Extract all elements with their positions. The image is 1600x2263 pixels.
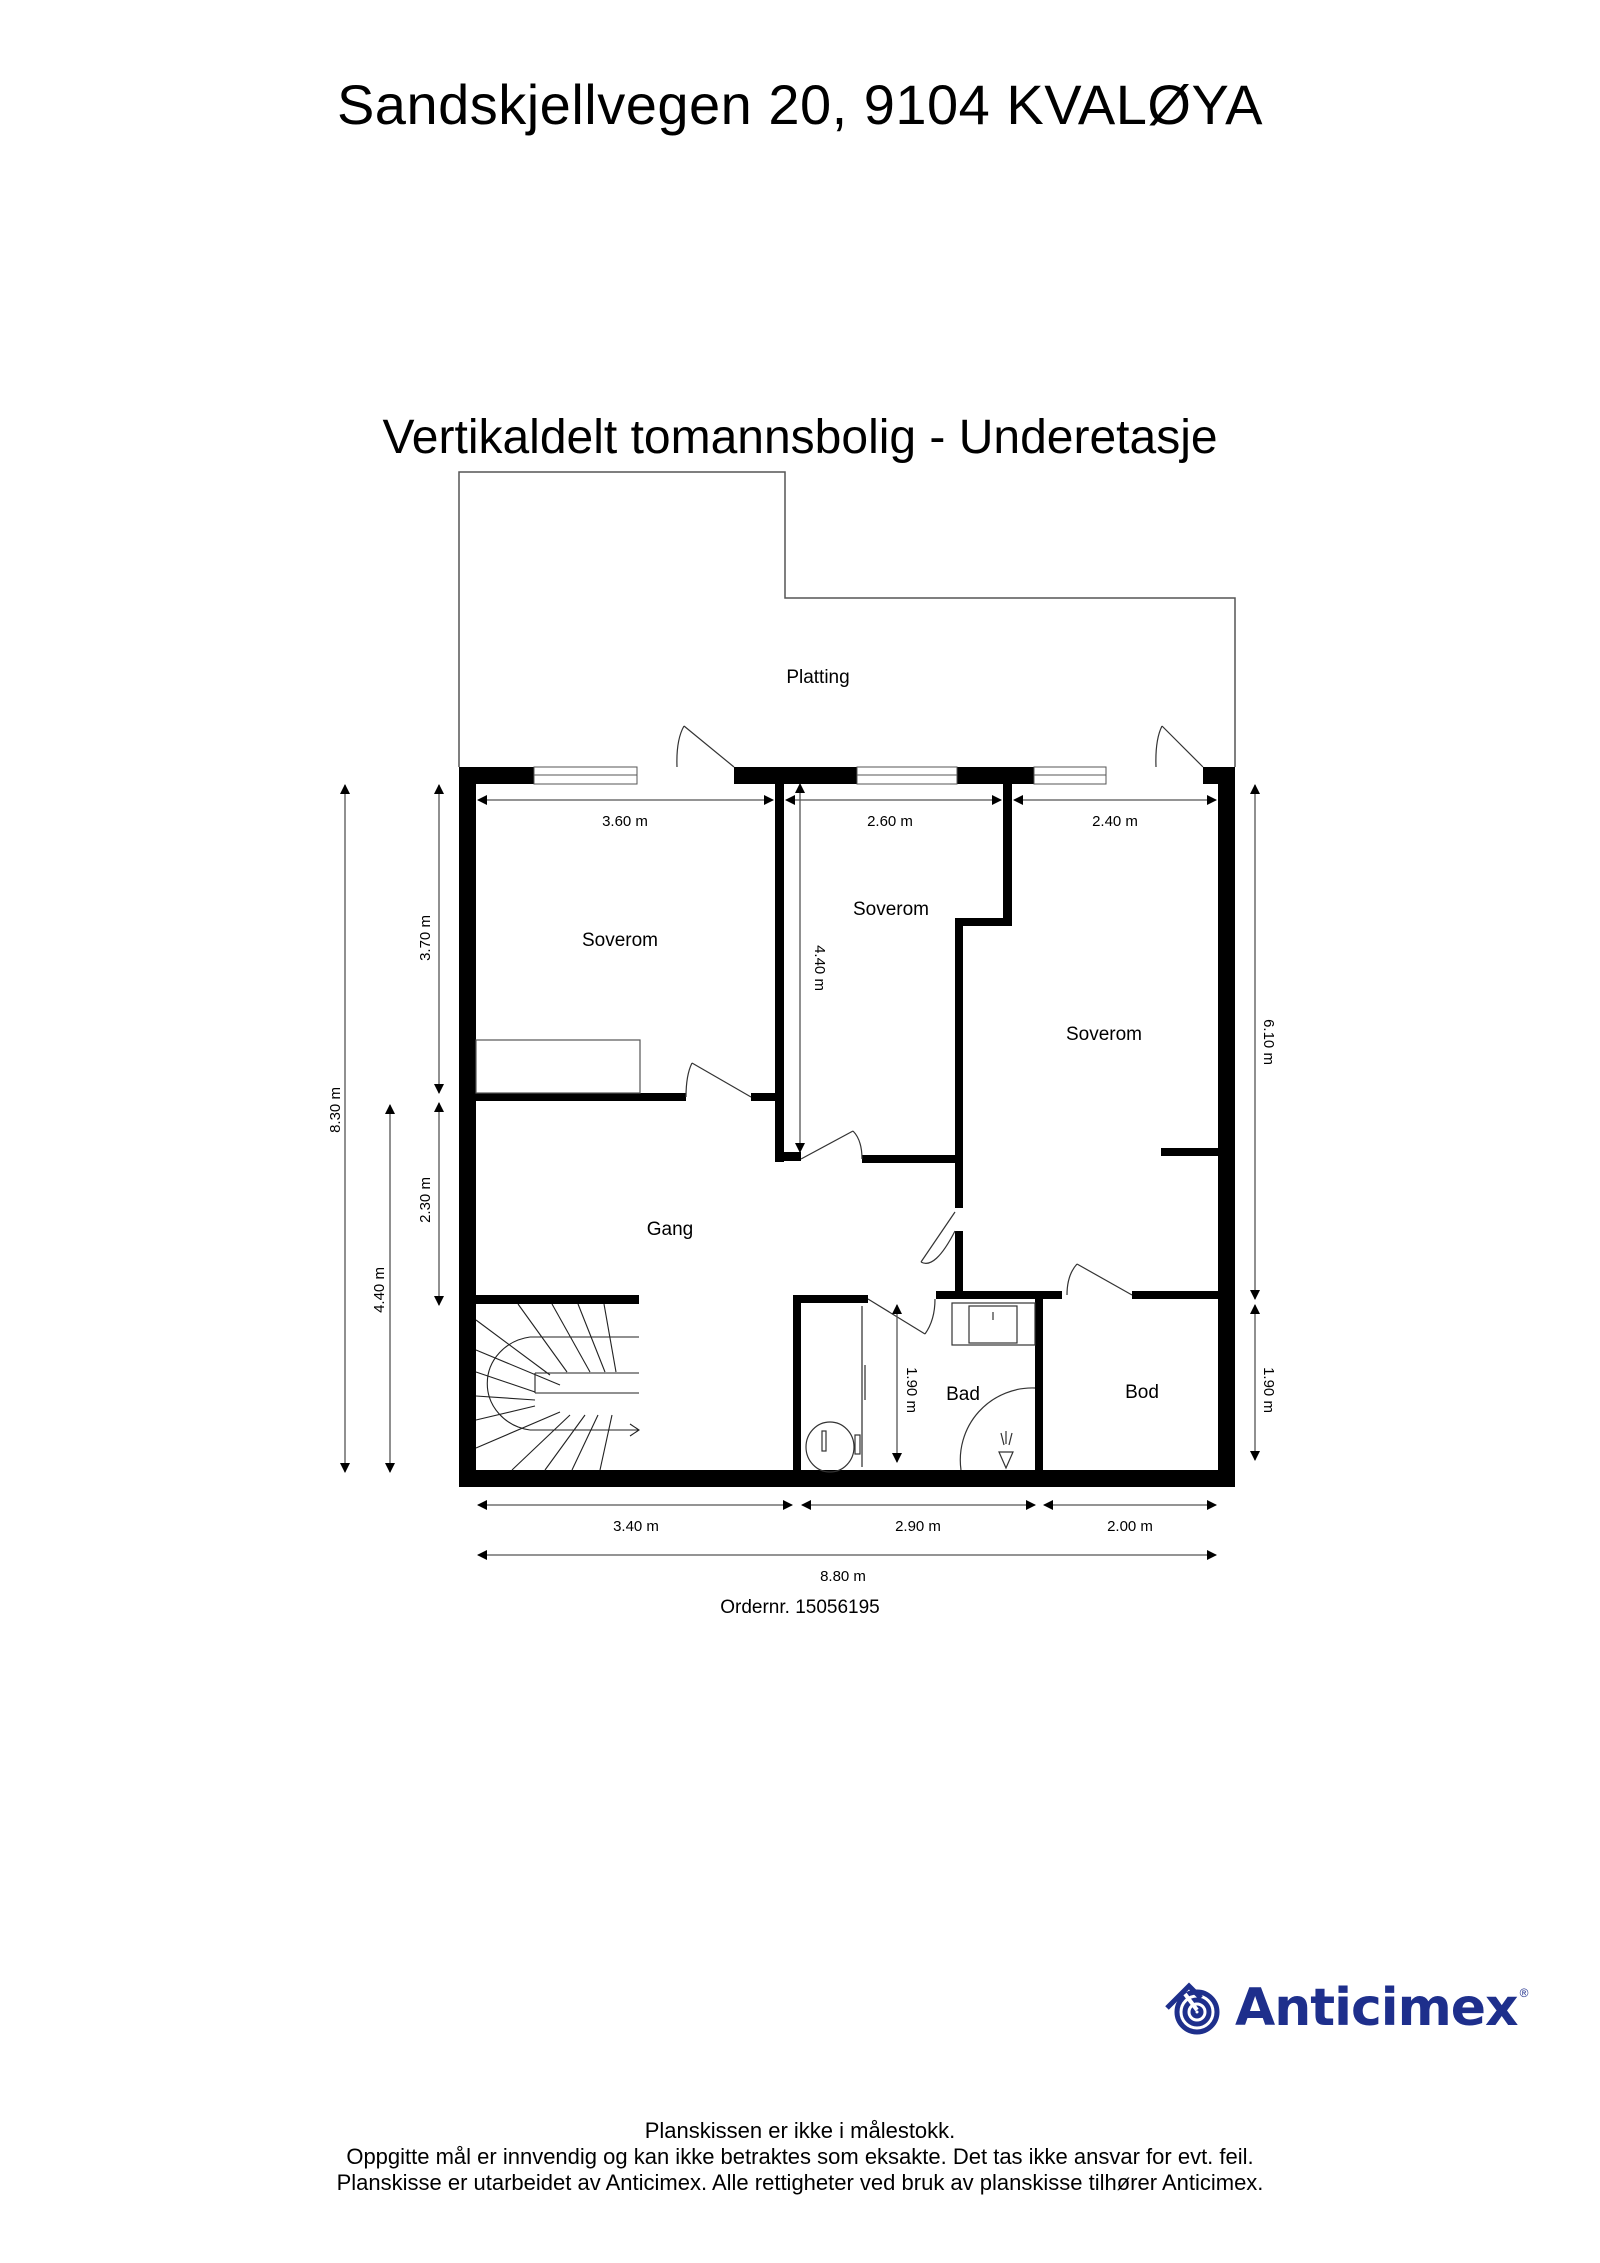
door-platting-left[interactable] [676,725,735,768]
anticimex-logo-text: Anticimex [1235,1978,1519,2038]
disclaimer: Planskissen er ikke i målestokk. Oppgitt… [0,2118,1600,2196]
dim-right-lower: 1.90 m [1260,1367,1277,1413]
order-number: Ordernr. 15056195 [720,1597,880,1618]
door-bad[interactable] [867,1298,936,1335]
dim-top-3: 2.40 m [1092,813,1138,830]
toilet-icon [805,1421,861,1473]
dim-bad-height: 1.90 m [903,1367,920,1413]
sink-icon [951,1302,1036,1346]
address-title: Sandskjellvegen 20, 9104 KVALØYA [336,73,1264,136]
dim-left-outer: 8.30 m [327,1087,344,1133]
dim-bottom-1: 3.40 m [613,1518,659,1535]
disclaimer-line-2: Oppgitte mål er innvendig og kan ikke be… [346,2144,1254,2169]
dimension-lines [340,783,1260,1560]
room-label-platting: Platting [786,667,849,688]
dim-left-lower: 2.30 m [417,1177,434,1223]
exterior-walls [459,767,1235,1487]
room-label-bad: Bad [946,1384,980,1405]
dim-bedroom2-height: 4.40 m [811,945,828,991]
shower-icon [959,1387,1036,1471]
room-label-soverom-2: Soverom [853,899,929,920]
door-bod[interactable] [1066,1263,1133,1296]
floor-title: Vertikaldelt tomannsbolig - Underetasje [382,411,1218,464]
door-bedroom1[interactable] [685,1062,752,1098]
dim-left-inner: 4.40 m [371,1267,388,1313]
platting-outline [458,471,1236,767]
dim-bottom-2: 2.90 m [895,1518,941,1535]
room-label-bod: Bod [1125,1382,1159,1403]
room-label-soverom-1: Soverom [582,930,658,951]
dim-total-width: 8.80 m [820,1568,866,1585]
room-label-soverom-3: Soverom [1066,1024,1142,1045]
door-bedroom3[interactable] [920,1211,956,1264]
windows [533,766,1107,785]
interior-walls [476,784,1218,1470]
anticimex-logo: Anticimex ® [1163,1978,1543,2038]
staircase[interactable] [475,1303,640,1471]
door-bedroom2[interactable] [800,1130,863,1160]
dim-top-2: 2.60 m [867,813,913,830]
anticimex-logo-icon [1165,1982,1220,2035]
disclaimer-line-3: Planskisse er utarbeidet av Anticimex. A… [336,2170,1264,2195]
shower-partition [861,1306,866,1467]
door-platting-right[interactable] [1155,725,1204,768]
dim-left-upper: 3.70 m [417,915,434,961]
dim-bottom-3: 2.00 m [1107,1518,1153,1535]
registered-mark: ® [1519,1986,1529,2000]
room-label-gang: Gang [647,1219,693,1240]
wardrobe [475,1039,641,1094]
dim-top-1: 3.60 m [602,813,648,830]
disclaimer-line-1: Planskissen er ikke i målestokk. [644,2118,956,2143]
dim-right-upper: 6.10 m [1260,1019,1277,1065]
